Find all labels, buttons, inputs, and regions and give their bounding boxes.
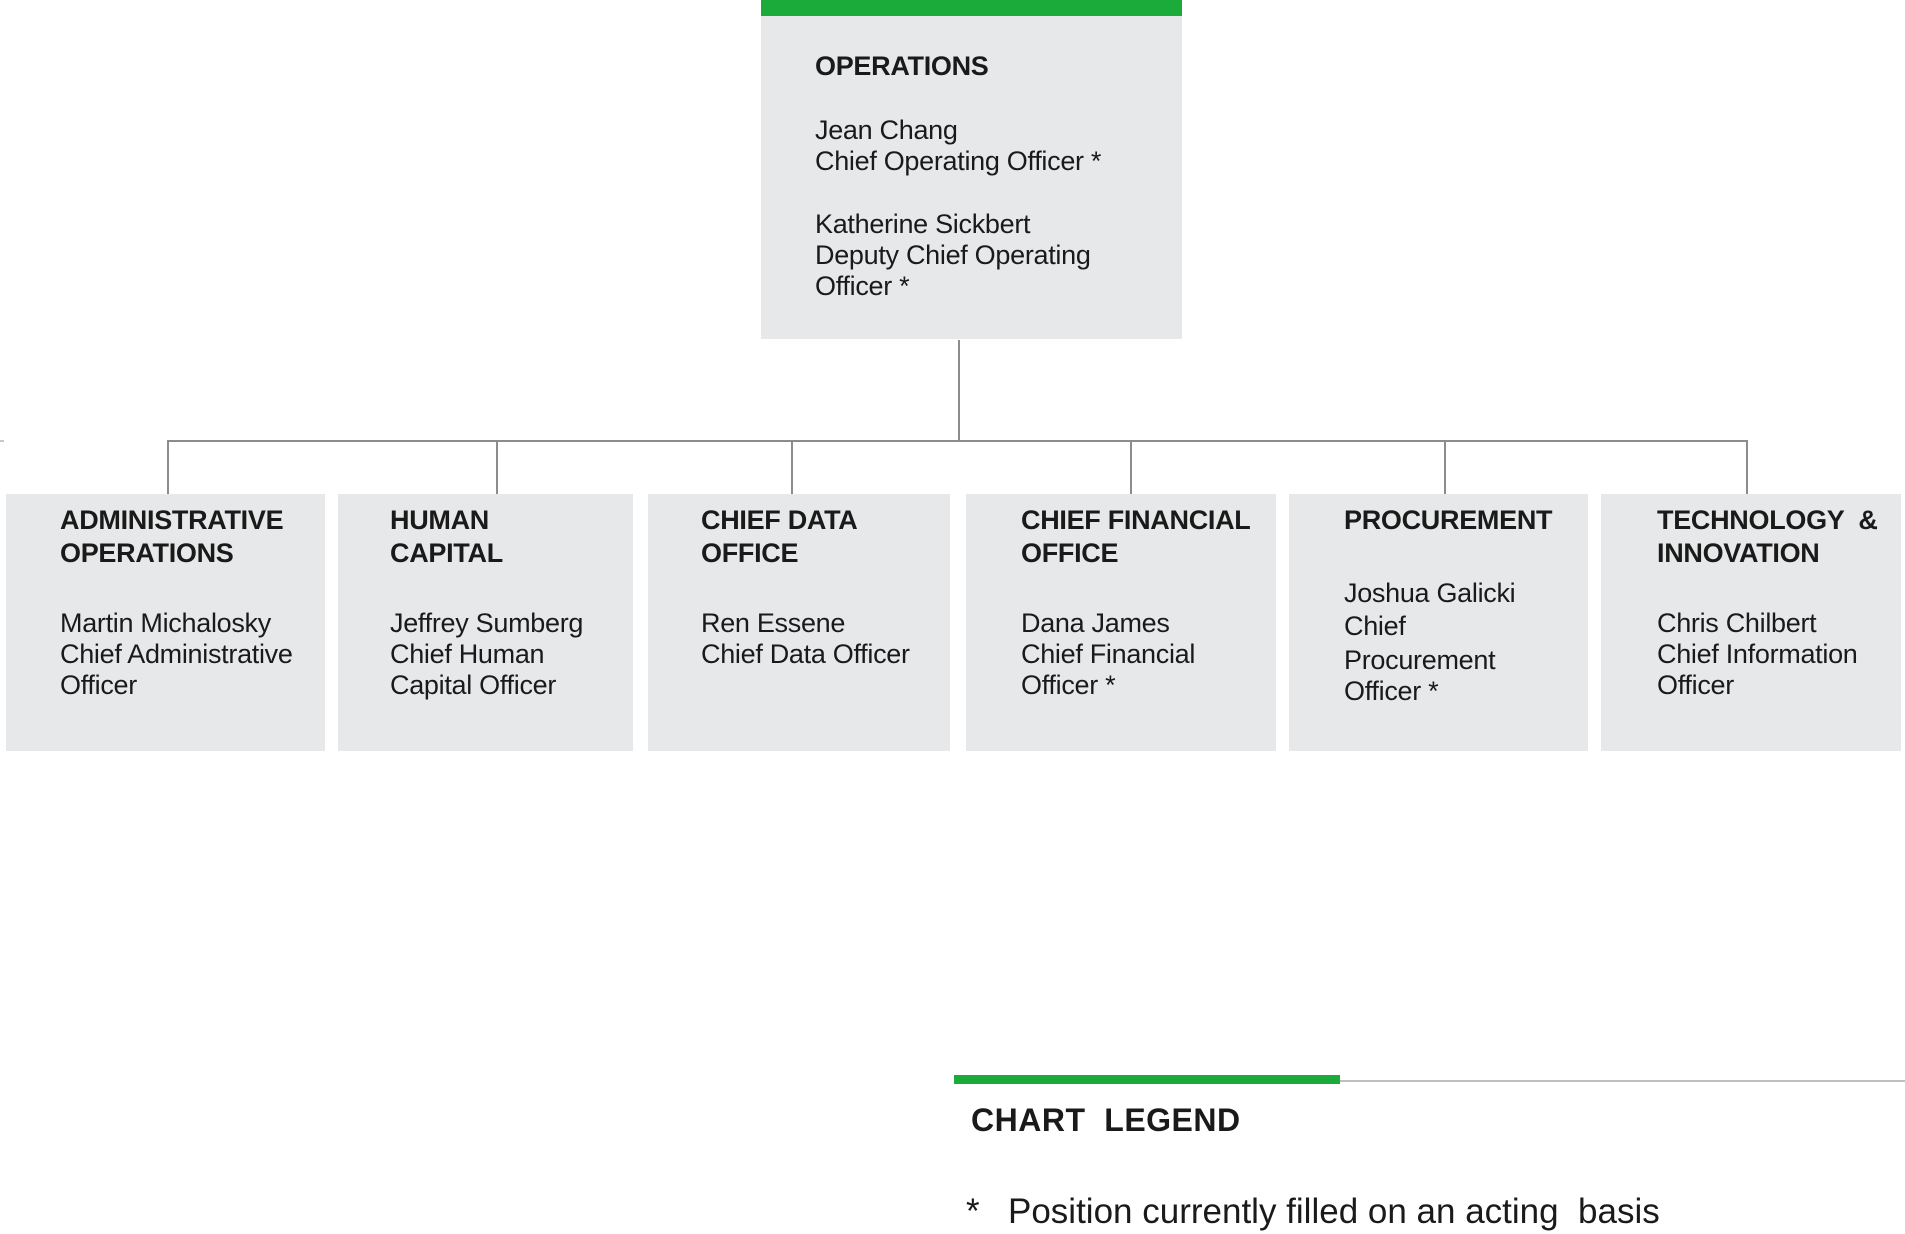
dept-title-line1: HUMAN bbox=[390, 505, 489, 535]
dept-title-line2: CAPITAL bbox=[390, 538, 503, 568]
dept-person-name: Ren Essene bbox=[701, 608, 846, 638]
legend-title: CHART LEGEND bbox=[971, 1102, 1241, 1138]
dept-person-name: Chris Chilbert bbox=[1657, 608, 1817, 638]
technology-innovation-box: TECHNOLOGY & INNOVATION Chris Chilbert C… bbox=[1601, 494, 1901, 751]
dept-person-role-line3: Officer * bbox=[1344, 676, 1439, 706]
operations-title: OPERATIONS bbox=[815, 51, 989, 81]
operations-box: OPERATIONS Jean Chang Chief Operating Of… bbox=[761, 0, 1182, 339]
dept-person-role-line2: Procurement bbox=[1344, 645, 1496, 675]
dept-title-line1: PROCUREMENT bbox=[1344, 505, 1553, 535]
connector-drop-technology bbox=[1746, 441, 1748, 494]
dept-title-line2: OFFICE bbox=[1021, 538, 1119, 568]
dept-person-role-line1: Chief bbox=[1344, 611, 1406, 641]
legend-divider bbox=[1340, 1080, 1905, 1082]
procurement-box: PROCUREMENT Joshua Galicki Chief Procure… bbox=[1289, 494, 1588, 751]
deputy-coo-role-line1: Deputy Chief Operating bbox=[815, 240, 1091, 270]
dept-title-line2: OFFICE bbox=[701, 538, 799, 568]
dept-person-role-line1: Chief Data Officer bbox=[701, 639, 910, 669]
dept-person-role-line1: Chief Human bbox=[390, 639, 545, 669]
dept-title-line2: INNOVATION bbox=[1657, 538, 1820, 568]
dept-person-name: Jeffrey Sumberg bbox=[390, 608, 584, 638]
dept-person-role-line1: Chief Financial bbox=[1021, 639, 1196, 669]
dept-title-line2: OPERATIONS bbox=[60, 538, 234, 568]
deputy-coo-name: Katherine Sickbert bbox=[815, 209, 1031, 239]
legend-accent-bar bbox=[954, 1075, 1340, 1084]
connector-drop-administrative bbox=[167, 441, 169, 494]
asterisk-icon: * bbox=[966, 1192, 980, 1231]
dept-person-role-line2: Capital Officer bbox=[390, 670, 557, 700]
connector-horizontal bbox=[167, 440, 1748, 442]
chief-financial-office-box: CHIEF FINANCIAL OFFICE Dana James Chief … bbox=[966, 494, 1276, 751]
dept-title-line1: CHIEF DATA bbox=[701, 505, 858, 535]
dept-person-name: Joshua Galicki bbox=[1344, 578, 1516, 608]
administrative-operations-box: ADMINISTRATIVE OPERATIONS Martin Michalo… bbox=[6, 494, 325, 751]
legend-item: * Position currently filled on an acting … bbox=[966, 1192, 1660, 1232]
connector-trunk bbox=[958, 340, 960, 441]
chief-data-office-box: CHIEF DATA OFFICE Ren Essene Chief Data … bbox=[648, 494, 950, 751]
connector-drop-chief-data bbox=[791, 441, 793, 494]
connector-drop-procurement bbox=[1444, 441, 1446, 494]
human-capital-box: HUMAN CAPITAL Jeffrey Sumberg Chief Huma… bbox=[338, 494, 633, 751]
connector-drop-human-capital bbox=[496, 441, 498, 494]
dept-person-role-line1: Chief Administrative bbox=[60, 639, 293, 669]
dept-person-role-line2: Officer bbox=[60, 670, 137, 700]
coo-name: Jean Chang bbox=[815, 115, 958, 145]
dept-title-line1: ADMINISTRATIVE bbox=[60, 505, 284, 535]
connector-drop-chief-financial bbox=[1130, 441, 1132, 494]
dept-person-name: Dana James bbox=[1021, 608, 1170, 638]
deputy-coo-role-line2: Officer * bbox=[815, 271, 910, 301]
dept-person-name: Martin Michalosky bbox=[60, 608, 271, 638]
dept-person-role-line2: Officer bbox=[1657, 670, 1734, 700]
coo-role: Chief Operating Officer * bbox=[815, 146, 1102, 176]
dept-title-line1: CHIEF FINANCIAL bbox=[1021, 505, 1251, 535]
dept-person-role-line1: Chief Information bbox=[1657, 639, 1858, 669]
dept-title-line1: TECHNOLOGY & bbox=[1657, 505, 1878, 535]
legend-item-text: Position currently filled on an acting b… bbox=[1008, 1192, 1660, 1231]
left-edge-tick bbox=[0, 440, 4, 442]
dept-person-role-line2: Officer * bbox=[1021, 670, 1116, 700]
